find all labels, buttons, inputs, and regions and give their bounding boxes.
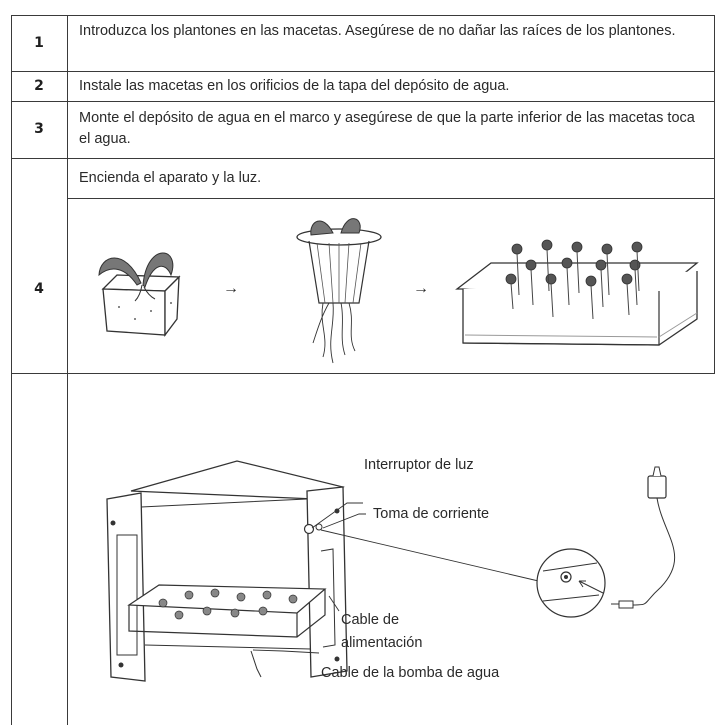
- step-number: 1: [34, 35, 44, 51]
- row-divider: [11, 158, 715, 159]
- power-cable-label-line1: Cable de: [341, 612, 400, 628]
- step-text: Instale las macetas en los orificios de …: [79, 78, 510, 94]
- power-cable-label-line2: alimentación: [341, 635, 423, 651]
- row-divider: [11, 101, 715, 102]
- row-divider: [11, 71, 715, 72]
- grow-cabinet-illustration: [106, 460, 348, 682]
- arrow-icon: →: [223, 280, 239, 297]
- step-text: Monte el depósito de agua en el marco y …: [79, 110, 695, 147]
- power-socket-label: Toma de corriente: [373, 506, 490, 522]
- seedling-in-cube-illustration: [98, 252, 181, 337]
- step-number: 4: [34, 281, 44, 297]
- pot-with-roots-illustration: [296, 218, 382, 364]
- step-number: 3: [34, 121, 44, 137]
- table-border-top: [11, 15, 715, 16]
- step-text: Encienda el aparato y la luz.: [79, 170, 262, 186]
- step-number: 2: [34, 78, 44, 94]
- arrow-icon: →: [413, 280, 429, 297]
- row-subdivider: [67, 198, 715, 199]
- column-divider: [67, 15, 68, 725]
- table-border-right: [714, 15, 715, 373]
- water-tank-with-pots-illustration: [455, 239, 699, 346]
- table-border-left: [11, 15, 12, 725]
- pump-cable-label: Cable de la bomba de agua: [321, 665, 500, 681]
- step-text: Introduzca los plantones en las macetas.…: [79, 23, 676, 39]
- callout-lines: [252, 466, 676, 654]
- light-switch-label: Interruptor de luz: [364, 457, 474, 473]
- row-divider: [11, 373, 715, 374]
- instruction-table: 1 Introduzca los plantones en las maceta…: [11, 15, 715, 725]
